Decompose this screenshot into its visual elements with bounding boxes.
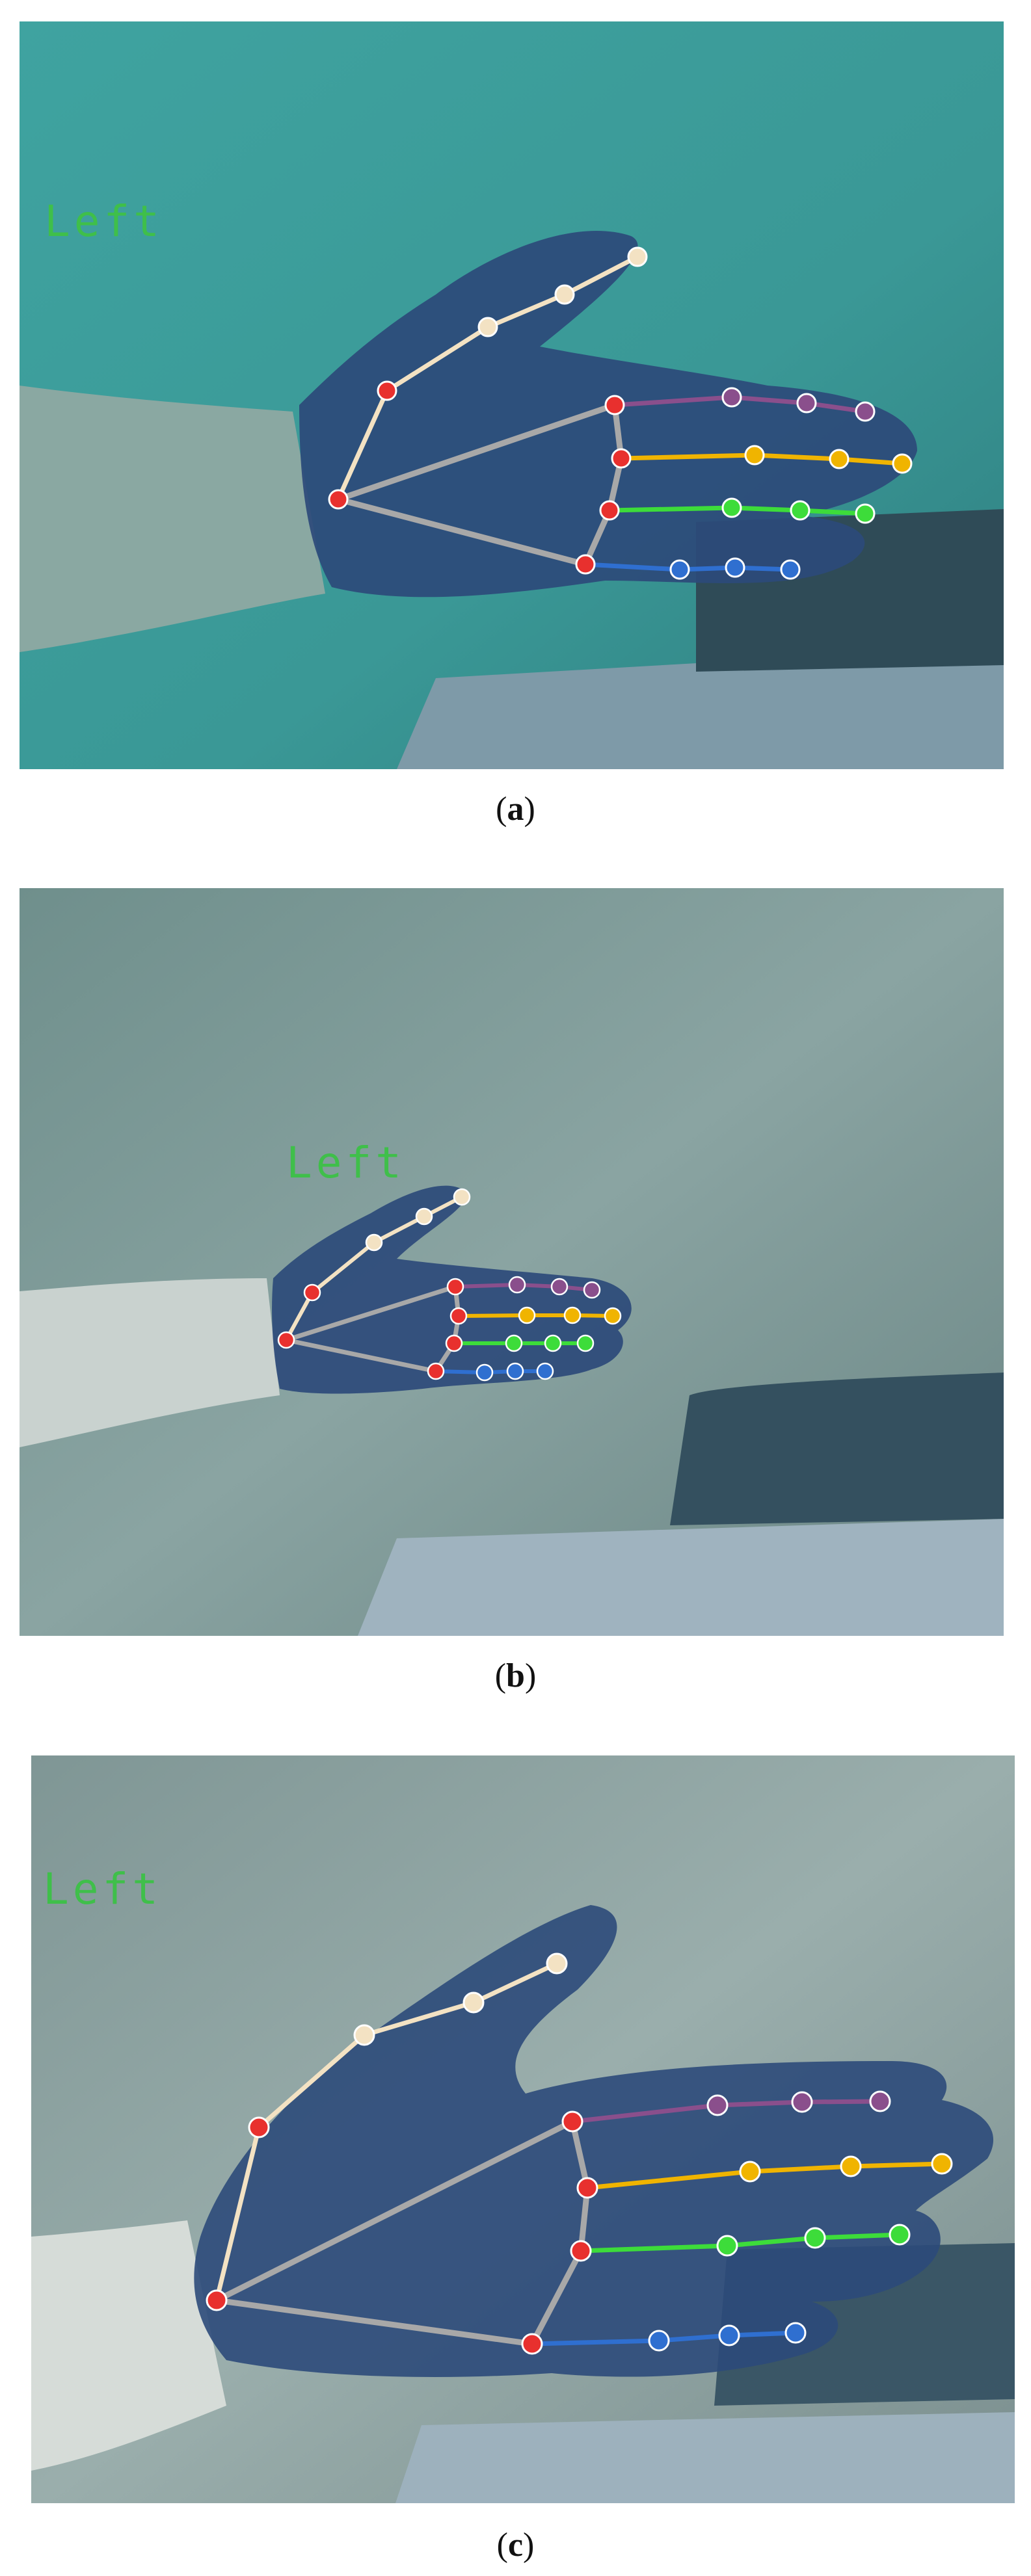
hand-silhouette xyxy=(299,231,917,598)
pinky-bones xyxy=(585,562,791,572)
sleeve xyxy=(20,1278,280,1447)
index-joint xyxy=(561,2110,583,2133)
thumb-joint xyxy=(554,284,575,305)
pinky-joint xyxy=(784,2322,807,2344)
middle-joint xyxy=(604,1307,622,1325)
pinky-joint xyxy=(536,1362,554,1380)
ring-joint xyxy=(599,500,620,521)
panel-caption-b: (b) xyxy=(494,1657,537,1694)
ring-joint xyxy=(855,503,876,524)
thumb-joint xyxy=(377,380,397,401)
photo-panel-c: Left xyxy=(31,1755,1015,2503)
index-joint xyxy=(791,2091,813,2113)
hand-silhouette xyxy=(194,1905,994,2377)
pinky-bones xyxy=(435,1369,545,1375)
desk-object xyxy=(397,646,1004,769)
wrist-joint xyxy=(328,489,349,510)
pinky-joint xyxy=(575,554,596,575)
desk-object xyxy=(395,2412,1015,2503)
ring-joint xyxy=(445,1334,463,1352)
thumb-joint xyxy=(546,1952,568,1975)
sleeve xyxy=(20,386,325,652)
middle-joint xyxy=(892,453,913,474)
panel-caption-c: (c) xyxy=(496,2527,535,2564)
pinky-joint xyxy=(780,559,801,580)
overlay-handedness-label: Left xyxy=(43,1864,162,1914)
index-bones xyxy=(455,1282,593,1292)
middle-bones xyxy=(587,2161,943,2190)
pinky-joint xyxy=(521,2333,543,2355)
wrist-joint xyxy=(277,1331,295,1349)
thumb-joint xyxy=(353,2024,375,2046)
thumb-joint xyxy=(462,1991,485,2014)
index-joint xyxy=(796,393,817,414)
ring-joint xyxy=(721,497,742,518)
middle-joint xyxy=(576,2177,598,2199)
index-joint xyxy=(706,2094,729,2116)
index-joint xyxy=(550,1278,569,1296)
index-joint xyxy=(508,1276,526,1294)
ring-joint xyxy=(576,1334,595,1352)
photo-panel-a: Left xyxy=(20,21,1004,769)
pinky-joint xyxy=(427,1362,445,1380)
middle-bones xyxy=(458,1313,613,1318)
index-joint xyxy=(446,1278,464,1296)
middle-joint xyxy=(563,1306,582,1324)
index-joint xyxy=(869,2090,891,2112)
panel-caption-a: (a) xyxy=(496,791,535,828)
thumb-joint xyxy=(303,1283,321,1302)
pinky-joint xyxy=(725,557,745,578)
overlay-handedness-label: Left xyxy=(286,1138,405,1188)
middle-joint xyxy=(449,1307,468,1325)
ring-joint xyxy=(505,1334,523,1352)
pinky-joint xyxy=(669,559,690,580)
middle-joint xyxy=(739,2161,761,2183)
pinky-joint xyxy=(648,2330,670,2352)
middle-joint xyxy=(829,449,850,469)
ring-joint xyxy=(716,2235,738,2257)
index-joint xyxy=(604,395,625,415)
ring-joint xyxy=(889,2224,911,2246)
ring-joint xyxy=(790,500,810,521)
thumb-joint xyxy=(248,2116,270,2138)
thumb-joint xyxy=(453,1188,471,1206)
thumb-joint xyxy=(627,246,648,267)
monitor xyxy=(670,1373,1004,1525)
thumb-joint xyxy=(365,1233,383,1252)
ring-bones xyxy=(580,2232,900,2254)
photo-panel-b: Left xyxy=(20,888,1004,1636)
pinky-joint xyxy=(718,2324,740,2346)
ring-joint xyxy=(570,2240,592,2262)
middle-joint xyxy=(518,1306,536,1324)
middle-joint xyxy=(931,2153,953,2175)
wrist-joint xyxy=(206,2289,228,2311)
middle-joint xyxy=(840,2155,862,2177)
overlay-handedness-label: Left xyxy=(44,196,163,246)
ring-bones xyxy=(609,505,866,516)
index-bones xyxy=(614,395,866,414)
ring-joint xyxy=(544,1334,562,1352)
ring-joint xyxy=(804,2227,826,2249)
pinky-joint xyxy=(475,1363,494,1382)
thumb-joint xyxy=(477,317,498,337)
pinky-bones xyxy=(531,2330,796,2346)
desk-object xyxy=(358,1519,1004,1636)
thumb-joint xyxy=(415,1207,433,1226)
middle-joint xyxy=(611,448,632,469)
middle-joint xyxy=(744,445,765,466)
index-joint xyxy=(721,387,742,408)
index-joint xyxy=(855,401,876,422)
middle-bones xyxy=(621,453,903,466)
pinky-joint xyxy=(506,1362,524,1380)
index-bones xyxy=(572,2099,881,2124)
sleeve xyxy=(31,2220,226,2471)
index-joint xyxy=(583,1281,601,1299)
